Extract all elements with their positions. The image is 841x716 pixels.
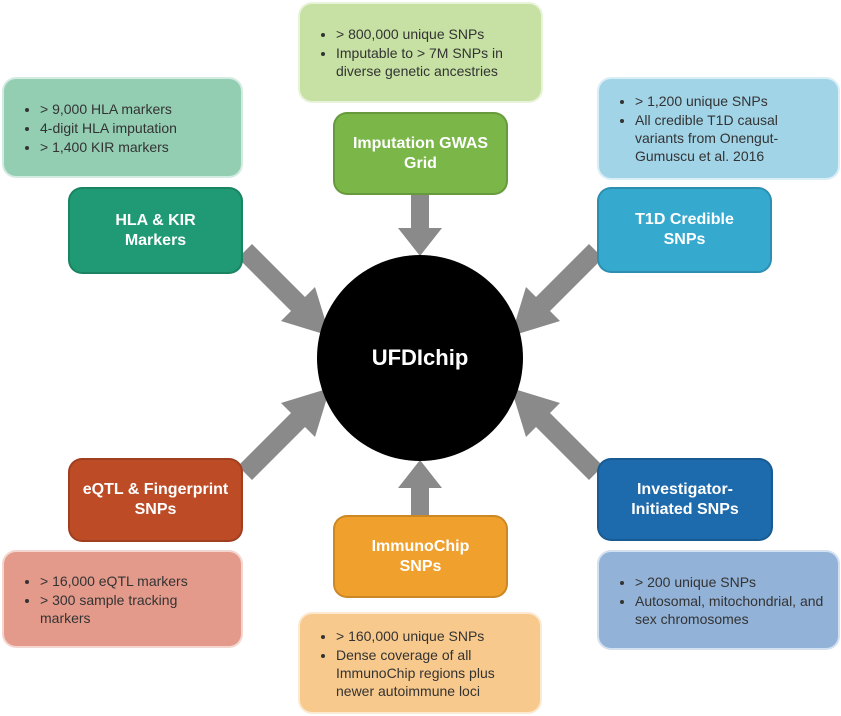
bullet: > 160,000 unique SNPs bbox=[336, 627, 530, 645]
arrow-bottom bbox=[398, 460, 442, 515]
arrow-top-right bbox=[511, 244, 603, 336]
bullet: > 1,200 unique SNPs bbox=[635, 92, 828, 110]
imputation-details: > 800,000 unique SNPsImputable to > 7M S… bbox=[298, 2, 543, 103]
arrow-bottom-left bbox=[238, 388, 330, 480]
bullet: > 200 unique SNPs bbox=[635, 573, 828, 591]
hla-details: > 9,000 HLA markers4-digit HLA imputatio… bbox=[2, 77, 243, 178]
imputation-title: Imputation GWAS Grid bbox=[333, 112, 508, 195]
bullet: All credible T1D causal variants from On… bbox=[635, 111, 828, 165]
t1d-details: > 1,200 unique SNPsAll credible T1D caus… bbox=[597, 77, 840, 180]
immunochip-details: > 160,000 unique SNPsDense coverage of a… bbox=[298, 612, 542, 714]
hla-title: HLA & KIR Markers bbox=[68, 187, 243, 274]
investigator-title: Investigator-Initiated SNPs bbox=[597, 458, 773, 541]
eqtl-details: > 16,000 eQTL markers> 300 sample tracki… bbox=[2, 550, 243, 648]
investigator-details: > 200 unique SNPsAutosomal, mitochondria… bbox=[597, 550, 840, 650]
arrow-top-left bbox=[238, 244, 330, 336]
bullet: > 16,000 eQTL markers bbox=[40, 572, 231, 590]
bullet: Dense coverage of all ImmunoChip regions… bbox=[336, 646, 530, 700]
bullet: Imputable to > 7M SNPs in diverse geneti… bbox=[336, 44, 531, 80]
immunochip-title: ImmunoChip SNPs bbox=[333, 515, 508, 598]
t1d-title: T1D Credible SNPs bbox=[597, 187, 772, 273]
ufdichip-hub: UFDIchip bbox=[317, 255, 523, 461]
arrow-bottom-right bbox=[511, 388, 603, 480]
bullet: > 300 sample tracking markers bbox=[40, 591, 231, 627]
bullet: Autosomal, mitochondrial, and sex chromo… bbox=[635, 592, 828, 628]
eqtl-title: eQTL & Fingerprint SNPs bbox=[68, 458, 243, 542]
bullet: > 9,000 HLA markers bbox=[40, 100, 177, 118]
bullet: 4-digit HLA imputation bbox=[40, 119, 177, 137]
bullet: > 800,000 unique SNPs bbox=[336, 25, 531, 43]
bullet: > 1,400 KIR markers bbox=[40, 138, 177, 156]
arrow-top bbox=[398, 195, 442, 256]
